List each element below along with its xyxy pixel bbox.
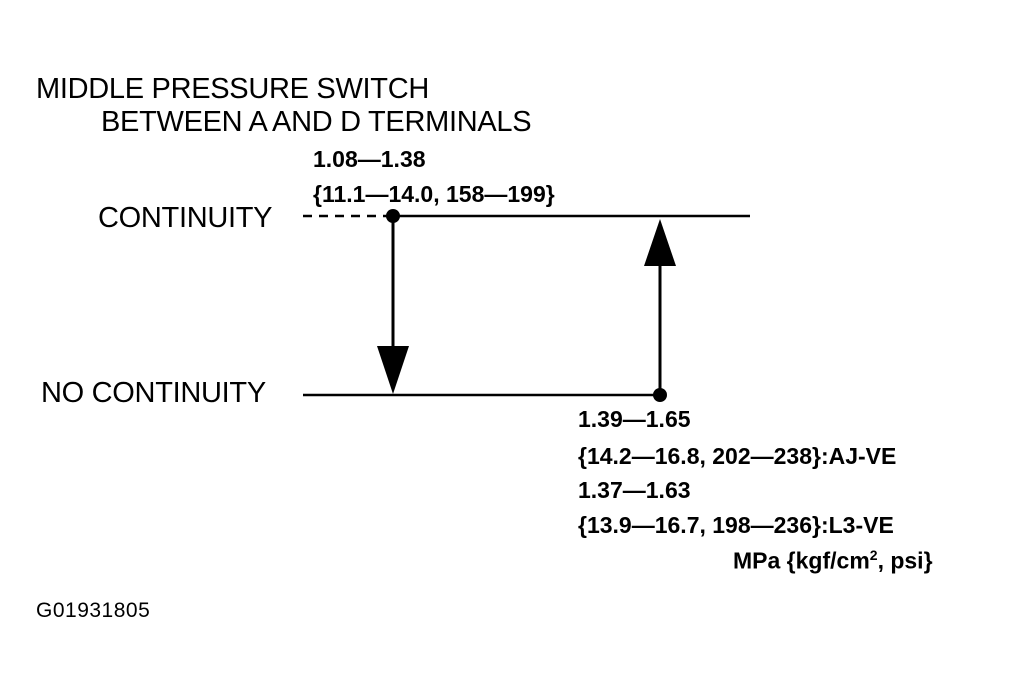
units-note: MPa {kgf/cm2, psi}: [733, 548, 933, 573]
aj-ve-mpa-value: 1.39—1.65: [578, 406, 691, 432]
diagram-title-line1: MIDDLE PRESSURE SWITCH: [36, 73, 429, 105]
figure-code: G01931805: [36, 599, 151, 622]
units-prefix: MPa {kgf/cm: [733, 547, 870, 574]
off-point-other-units-value: {11.1—14.0, 158—199}: [313, 181, 555, 207]
off-point-mpa-value: 1.08—1.38: [313, 146, 426, 172]
l3-ve-mpa-value: 1.37—1.63: [578, 477, 691, 503]
continuity-label: CONTINUITY: [98, 202, 273, 234]
off-point-dot: [386, 209, 400, 223]
aj-ve-other-units-value: {14.2—16.8, 202—238}:AJ-VE: [578, 443, 897, 469]
l3-ve-other-units-value: {13.9—16.7, 198—236}:L3-VE: [578, 512, 894, 538]
on-point-dot: [653, 388, 667, 402]
up-arrow-head: [644, 219, 676, 266]
no-continuity-label: NO CONTINUITY: [41, 377, 266, 409]
down-arrow-head: [377, 346, 409, 394]
units-superscript: 2: [869, 547, 878, 563]
units-suffix: , psi}: [877, 547, 933, 574]
diagram-title-line2: BETWEEN A AND D TERMINALS: [101, 106, 532, 138]
